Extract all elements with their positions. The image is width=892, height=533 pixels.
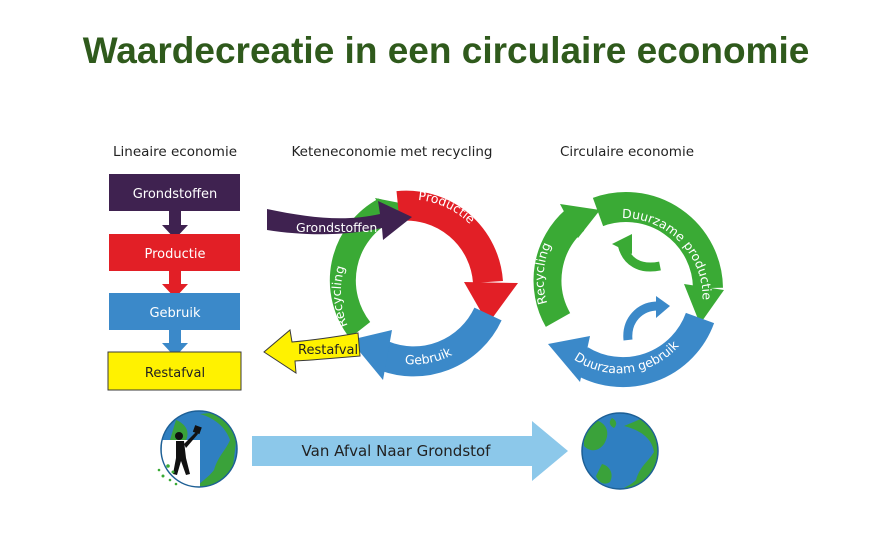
chain-economy-label: Keteneconomie met recycling [291,144,492,160]
circular-recycling-arc [533,209,585,327]
linear-step-grondstoffen: Grondstoffen [109,174,240,211]
linear-step-productie-label: Productie [145,247,206,262]
linear-economy-label: Lineaire economie [113,144,237,160]
circular-recycling-arrowhead [560,204,600,238]
linear-step-gebruik-box [109,293,240,330]
circular-gebruik-arc [572,312,715,388]
earth-with-waste-person-icon [157,410,238,488]
earth-icon [581,412,659,490]
circular-economy-label: Circulaire economie [560,144,694,160]
linear-step-restafval-label: Restafval [145,366,205,381]
circular-productie-arrowhead [684,284,724,324]
linear-arrow-1 [162,211,188,239]
from-waste-to-raw-material-arrow: Van Afval Naar Grondstof [252,421,568,481]
circular-inner-blue-arrowhead [656,296,670,318]
circular-economy: Circulaire economie Duurzame productie D… [531,144,724,388]
linear-step-gebruik: Gebruik [109,293,240,330]
bottom-row: Van Afval Naar Grondstof [157,410,659,490]
chain-productie-arc [396,190,503,284]
circular-productie-label: Duurzame productie [622,206,715,301]
chain-gebruik-arrowhead [350,330,392,380]
linear-arrow-2 [162,271,188,298]
linear-step-restafval: Restafval [107,351,242,391]
chain-productie-arrowhead [464,282,518,324]
chain-grondstoffen-label: Grondstoffen [296,220,377,235]
chain-economy: Keteneconomie met recycling Grondstoffen… [263,144,518,380]
linear-step-restafval-box [107,351,242,391]
linear-economy: Lineaire economie Grondstoffen Productie… [107,144,242,391]
linear-step-grondstoffen-box [109,174,240,211]
circular-productie-arc [592,192,723,289]
circular-gebruik-arrowhead [548,336,590,382]
linear-step-productie: Productie [109,234,240,271]
linear-arrow-3 [162,330,188,357]
chain-gebruik-arc [376,307,502,377]
chain-grondstoffen-arrow [267,201,412,240]
from-waste-to-raw-material-label: Van Afval Naar Grondstof [302,442,492,460]
linear-step-grondstoffen-label: Grondstoffen [133,187,218,202]
linear-step-productie-box [109,234,240,271]
circular-inner-green-arrowhead [612,234,632,254]
linear-step-gebruik-label: Gebruik [149,306,201,321]
chain-restafval-arrow [263,329,361,374]
page-title: Waardecreatie in een circulaire economie [82,30,810,71]
circular-inner-blue-curve [623,301,659,341]
chain-restafval-label: Restafval [298,343,358,358]
